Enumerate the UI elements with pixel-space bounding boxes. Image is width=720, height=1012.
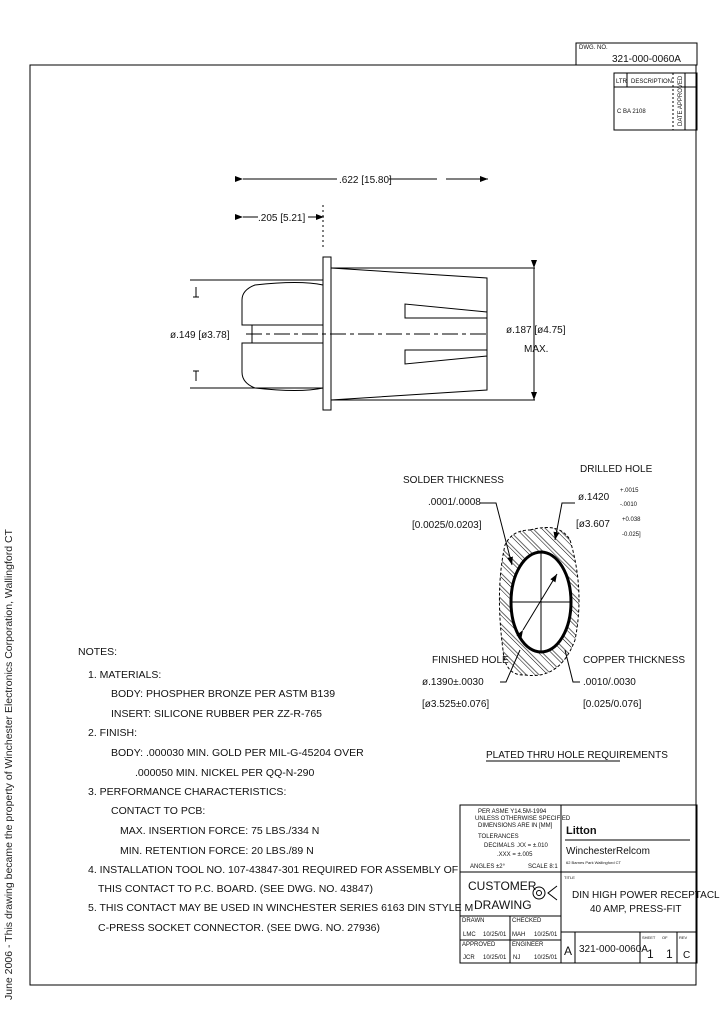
customer-drawing-label: DRAWING bbox=[474, 898, 532, 912]
company-logo: Litton bbox=[566, 825, 597, 837]
finished-hole-label: FINISHED HOLE bbox=[432, 655, 509, 666]
copper-thickness-label: COPPER THICKNESS bbox=[583, 655, 685, 666]
sheet-total: 1 bbox=[666, 947, 673, 961]
title-label: TITLE bbox=[564, 875, 575, 880]
notes: NOTES: 1. MATERIALS: BODY: PHOSPHER BRON… bbox=[78, 646, 473, 934]
solder-thickness-value: .0001/.0008 bbox=[428, 497, 481, 508]
drilled-metric: [ø3.607 bbox=[576, 519, 610, 530]
rev-desc-label: DESCRIPTION bbox=[631, 79, 672, 85]
sheet-number: 1 bbox=[647, 947, 654, 961]
solder-thickness-label: SOLDER THICKNESS bbox=[403, 475, 504, 486]
drawing-border bbox=[29, 64, 697, 986]
engineer-label: ENGINEER bbox=[512, 942, 544, 948]
note-line: THIS CONTACT TO P.C. BOARD. (SEE DWG. NO… bbox=[98, 883, 373, 895]
dwg-no-label: DWG. NO. bbox=[579, 45, 608, 51]
of-label: OF bbox=[662, 935, 668, 940]
spec-line: PER ASME Y14.5M-1994 bbox=[478, 809, 547, 815]
body-diameter-max: MAX. bbox=[524, 344, 548, 355]
note-line: C-PRESS SOCKET CONNECTOR. (SEE DWG. NO. … bbox=[98, 922, 380, 934]
sheet-label: SHEET bbox=[642, 935, 656, 940]
revision-block: LTR DESCRIPTION C BA 2108 DATE APPROVED bbox=[613, 72, 698, 131]
drilled-hole-label: DRILLED HOLE bbox=[580, 464, 653, 475]
note-line: INSERT: SILICONE RUBBER PER ZZ-R-765 bbox=[111, 708, 322, 720]
tail-diameter-dim: ø.149 [ø3.78] bbox=[170, 330, 230, 341]
drilled-tol-minus: -.0010 bbox=[620, 502, 638, 508]
note-line: MIN. RETENTION FORCE: 20 LBS./89 N bbox=[120, 845, 314, 857]
spec-line: DIMENSIONS ARE IN [MM] bbox=[478, 823, 553, 829]
header-dwg-number-box: DWG. NO. 321-000-0060A bbox=[575, 42, 698, 66]
tail-length-dim: .205 [5.21] bbox=[258, 213, 305, 224]
solder-thickness-metric: [0.0025/0.0203] bbox=[412, 520, 482, 531]
drilled-hole-value: ø.1420 bbox=[578, 492, 610, 503]
note-line: BODY: .000030 MIN. GOLD PER MIL-G-45204 … bbox=[111, 747, 364, 759]
checked-label: CHECKED bbox=[512, 918, 542, 924]
rev-approval: DATE APPROVED bbox=[678, 75, 684, 126]
third-angle-projection-icon bbox=[532, 886, 546, 900]
plated-through-hole-section: SOLDER THICKNESS .0001/.0008 [0.0025/0.0… bbox=[403, 464, 685, 762]
spec-line: TOLERANCES bbox=[478, 834, 519, 840]
spec-line: .XXX = ±.005 bbox=[497, 852, 533, 858]
approved-label: APPROVED bbox=[462, 942, 496, 948]
company-address: 62 Barnes Park Wallingford CT bbox=[566, 860, 622, 865]
engineer-by: NJ bbox=[513, 955, 520, 961]
note-line: CONTACT TO PCB: bbox=[111, 805, 205, 817]
note-line: 5. THIS CONTACT MAY BE USED IN WINCHESTE… bbox=[88, 902, 473, 914]
drawing-title: DIN HIGH POWER RECEPTACLE bbox=[572, 890, 720, 901]
division-name: WinchesterRelcom bbox=[566, 846, 650, 857]
rev-entry: C BA 2108 bbox=[617, 109, 646, 115]
scale: SCALE 8:1 bbox=[528, 864, 558, 870]
drilled-metric-plus: +0.038 bbox=[622, 517, 641, 523]
drawn-label: DRAWN bbox=[462, 918, 484, 924]
copper-thickness-metric: [0.025/0.076] bbox=[583, 699, 642, 710]
note-line: 1. MATERIALS: bbox=[88, 669, 161, 681]
note-line: 2. FINISH: bbox=[88, 727, 137, 739]
notes-heading: NOTES: bbox=[78, 646, 117, 658]
drawing-size: A bbox=[564, 944, 572, 958]
finished-hole-value: ø.1390±.0030 bbox=[422, 677, 484, 688]
note-line: 3. PERFORMANCE CHARACTERISTICS: bbox=[88, 786, 286, 798]
note-line: BODY: PHOSPHER BRONZE PER ASTM B139 bbox=[111, 688, 335, 700]
contact-side-view: .622 [15.80] .205 [5.21] ø.149 [ø3.78] ø… bbox=[170, 175, 566, 411]
note-line: MAX. INSERTION FORCE: 75 LBS./334 N bbox=[120, 825, 319, 837]
hole-caption: PLATED THRU HOLE REQUIREMENTS bbox=[486, 750, 668, 761]
spec-line: UNLESS OTHERWISE SPECIFIED bbox=[475, 816, 571, 822]
approved-date: 10/25/01 bbox=[483, 955, 507, 961]
dwg-no: 321-000-0060A bbox=[612, 54, 681, 65]
engineer-date: 10/25/01 bbox=[534, 955, 558, 961]
approved-by: JCR bbox=[463, 955, 475, 961]
revision: C bbox=[683, 950, 690, 961]
drilled-metric-minus: -0.025] bbox=[622, 532, 641, 538]
drawn-by: LMC bbox=[463, 932, 476, 938]
part-number: 321-000-0060A bbox=[579, 944, 648, 955]
rev-letter-label: LTR bbox=[616, 79, 628, 85]
copper-thickness-value: .0010/.0030 bbox=[583, 677, 636, 688]
note-line: .000050 MIN. NICKEL PER QQ-N-290 bbox=[135, 767, 315, 779]
body-diameter-dim: ø.187 [ø4.75] bbox=[506, 325, 566, 336]
checked-by: MAH bbox=[512, 932, 525, 938]
spec-line: ANGLES ±2° bbox=[470, 864, 506, 870]
drawing-subtitle: 40 AMP, PRESS-FIT bbox=[590, 904, 682, 915]
title-block: PER ASME Y14.5M-1994 UNLESS OTHERWISE SP… bbox=[459, 804, 720, 964]
drawn-date: 10/25/01 bbox=[483, 932, 507, 938]
finished-hole-metric: [ø3.525±0.076] bbox=[422, 699, 489, 710]
note-line: 4. INSTALLATION TOOL NO. 107-43847-301 R… bbox=[88, 864, 458, 876]
overall-length-dim: .622 [15.80] bbox=[339, 175, 392, 186]
rev-label: REV bbox=[679, 935, 688, 940]
customer-drawing-label: CUSTOMER bbox=[468, 879, 537, 893]
drilled-tol-plus: +.0015 bbox=[620, 488, 639, 494]
checked-date: 10/25/01 bbox=[534, 932, 558, 938]
spec-line: DECIMALS .XX = ±.010 bbox=[484, 843, 548, 849]
